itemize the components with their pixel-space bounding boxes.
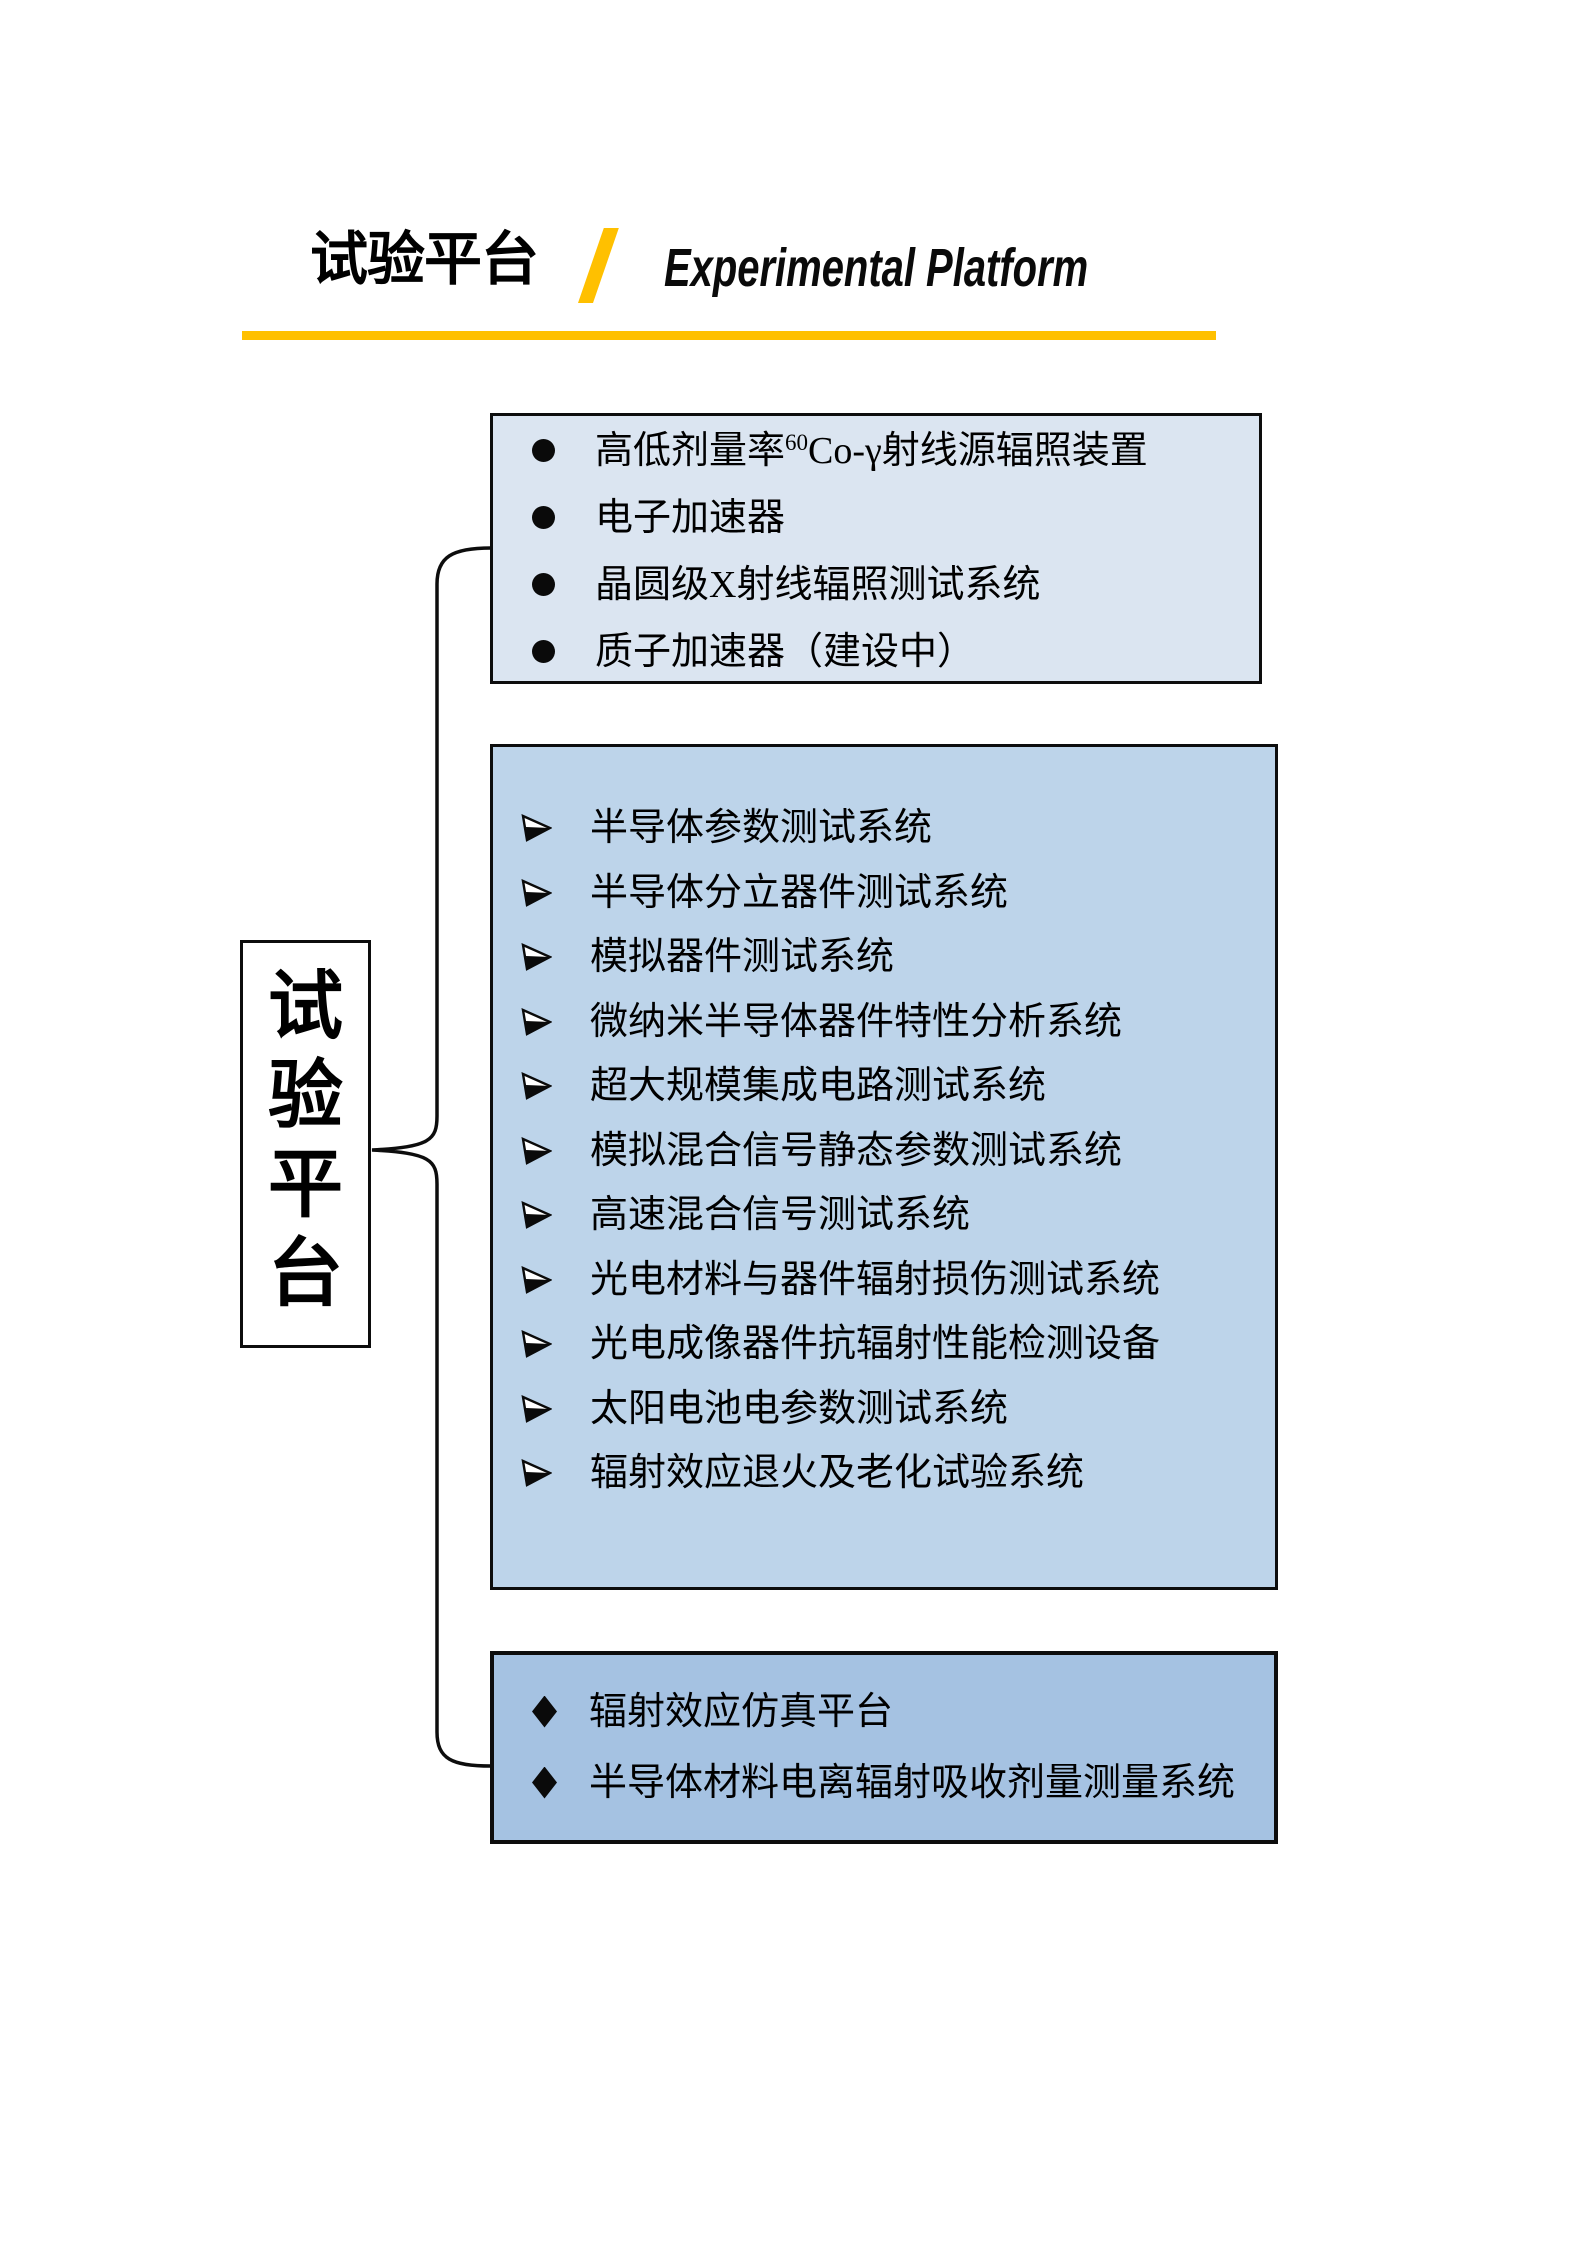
list-item: 辐射效应退火及老化试验系统 (493, 1441, 1275, 1506)
arrow-bullet-icon (521, 1136, 552, 1165)
root-label-box: 试 验 平 台 (240, 940, 371, 1348)
arrow-bullet-icon (521, 1007, 552, 1036)
list-item-label: 半导体参数测试系统 (590, 807, 933, 850)
list-item-label: 电子加速器 (595, 496, 786, 539)
list-item-label: 模拟器件测试系统 (590, 936, 895, 979)
list-item: 辐射效应仿真平台 (494, 1676, 1274, 1747)
list-item-label: 半导体材料电离辐射吸收剂量测量系统 (589, 1761, 1236, 1804)
circle-bullet-icon (532, 573, 555, 596)
list-item: 半导体材料电离辐射吸收剂量测量系统 (494, 1747, 1274, 1818)
list-item: 质子加速器（建设中） (493, 618, 1259, 685)
arrow-bullet-icon (521, 1072, 552, 1101)
list-item: 太阳电池电参数测试系统 (493, 1377, 1275, 1442)
title-underline (242, 331, 1216, 340)
page-title-zh: 试验平台 (310, 227, 539, 292)
list-item: 光电材料与器件辐射损伤测试系统 (493, 1248, 1275, 1313)
list-item: 模拟混合信号静态参数测试系统 (493, 1119, 1275, 1184)
root-label-char: 台 (267, 1233, 343, 1316)
list-item: 高速混合信号测试系统 (493, 1183, 1275, 1248)
list-item: 光电成像器件抗辐射性能检测设备 (493, 1312, 1275, 1377)
arrow-bullet-icon (521, 878, 552, 907)
list-item-label: 光电材料与器件辐射损伤测试系统 (590, 1258, 1161, 1301)
list-item: 超大规模集成电路测试系统 (493, 1054, 1275, 1119)
list-item-label: 辐射效应退火及老化试验系统 (590, 1452, 1085, 1495)
irradiation-sources-box: 高低剂量率60Co-γ射线源辐照装置 电子加速器 晶圆级X射线辐照测试系统 质子… (490, 413, 1262, 684)
arrow-bullet-icon (521, 1459, 552, 1488)
root-label-char: 试 (267, 966, 343, 1049)
arrow-bullet-icon (521, 1394, 552, 1423)
simulation-platforms-box: 辐射效应仿真平台 半导体材料电离辐射吸收剂量测量系统 (490, 1651, 1278, 1844)
circle-bullet-icon (532, 506, 555, 529)
list-item: 模拟器件测试系统 (493, 925, 1275, 990)
test-systems-box: 半导体参数测试系统 半导体分立器件测试系统 模拟器件测试系统 微纳米半导体器件特… (490, 744, 1278, 1590)
root-label-char: 验 (267, 1055, 343, 1138)
arrow-bullet-icon (521, 1265, 552, 1294)
list-item-label: 微纳米半导体器件特性分析系统 (590, 1000, 1123, 1043)
list-item: 高低剂量率60Co-γ射线源辐照装置 (493, 417, 1259, 484)
arrow-bullet-icon (521, 1201, 552, 1230)
divider-slash-icon (578, 228, 619, 303)
list-item-label: 太阳电池电参数测试系统 (590, 1387, 1009, 1430)
list-item-label: 模拟混合信号静态参数测试系统 (590, 1129, 1123, 1172)
arrow-bullet-icon (521, 1330, 552, 1359)
arrow-bullet-icon (521, 814, 552, 843)
list-item: 半导体参数测试系统 (493, 796, 1275, 861)
list-item-label: 质子加速器（建设中） (595, 630, 976, 673)
diamond-bullet-icon (532, 1766, 557, 1799)
circle-bullet-icon (532, 640, 555, 663)
circle-bullet-icon (532, 439, 555, 462)
list-item-label: 晶圆级X射线辐照测试系统 (595, 563, 1041, 606)
list-item: 电子加速器 (493, 484, 1259, 551)
list-item-label: 光电成像器件抗辐射性能检测设备 (590, 1323, 1161, 1366)
list-item-label: 超大规模集成电路测试系统 (590, 1065, 1047, 1108)
diamond-bullet-icon (532, 1695, 557, 1728)
page-title-en: Experimental Platform (664, 238, 1089, 298)
list-item-label: 高速混合信号测试系统 (590, 1194, 971, 1237)
list-item: 微纳米半导体器件特性分析系统 (493, 990, 1275, 1055)
list-item: 晶圆级X射线辐照测试系统 (493, 551, 1259, 618)
list-item-label: 半导体分立器件测试系统 (590, 871, 1009, 914)
root-label-char: 平 (267, 1144, 343, 1227)
arrow-bullet-icon (521, 943, 552, 972)
list-item-label: 辐射效应仿真平台 (589, 1690, 894, 1733)
list-item-label: 高低剂量率60Co-γ射线源辐照装置 (595, 429, 1148, 472)
list-item: 半导体分立器件测试系统 (493, 861, 1275, 926)
